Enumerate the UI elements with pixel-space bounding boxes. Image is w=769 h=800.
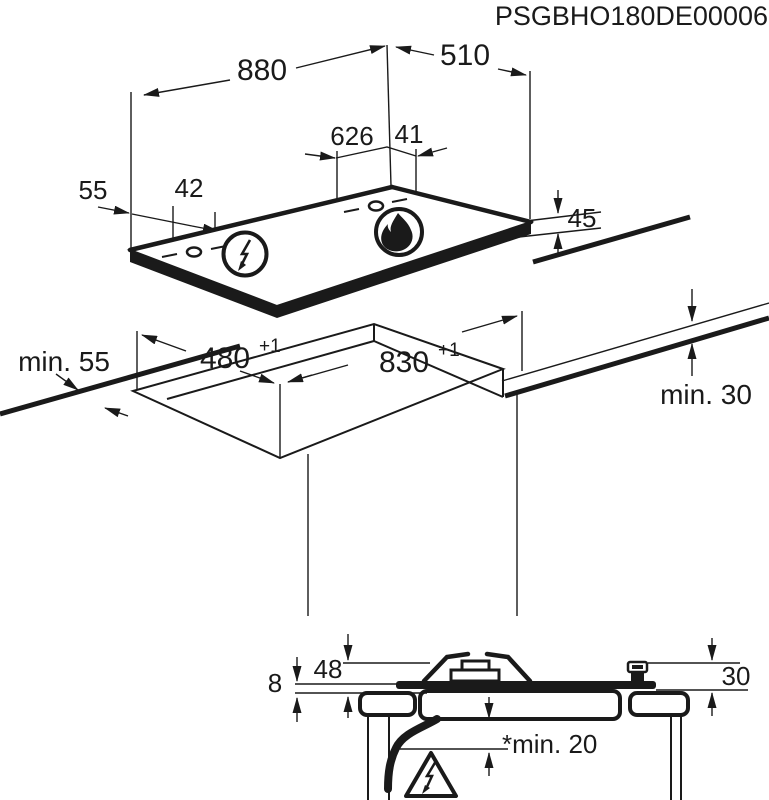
dim-880-label: 880: [237, 54, 287, 87]
worktop-front-edge: [504, 315, 769, 399]
dim-510: 510: [395, 39, 527, 77]
dim-830: 830 +1: [287, 315, 518, 383]
gas-hole: [367, 200, 385, 212]
electric-hole: [185, 246, 203, 258]
dim-48: 48: [314, 634, 353, 718]
dim-48-label: 48: [314, 654, 343, 684]
dim-42-label: 42: [175, 173, 204, 203]
hob-surface: [126, 184, 535, 318]
dim-626-label: 626: [330, 121, 373, 151]
cabinet-section: [358, 691, 690, 800]
dim-min30: min. 30: [660, 289, 752, 410]
burner-cap-top: [460, 659, 491, 672]
worktop-rear-edge-right: [532, 214, 691, 265]
product-code: PSGBHO180DE00006: [495, 1, 768, 31]
dim-min20: *min. 20: [397, 697, 597, 776]
cross-section-view: 48 8 30 *min. 20: [268, 634, 751, 800]
dim-480-tolerance: +1: [259, 336, 281, 357]
dim-880: 880: [143, 45, 386, 97]
dim-8: 8: [268, 657, 302, 722]
dim-30: 30: [707, 638, 751, 716]
dim-510-label: 510: [440, 39, 490, 72]
dim-480: 480 +1: [141, 334, 281, 384]
extension-lines-mid: [136, 311, 523, 457]
dim-8-label: 8: [268, 668, 282, 698]
dim-45: 45: [553, 190, 597, 254]
dim-830-label: 830: [379, 346, 429, 379]
hob-top-view: 880 510 626 41 55 42: [79, 39, 602, 318]
burner-cap: [449, 668, 501, 683]
burner-profile: [421, 651, 533, 684]
lightning-icon: [221, 230, 269, 278]
hob-body-section: [418, 689, 622, 721]
worktop-cutout-view: min. 55 480 +1 830 +1 min. 30: [0, 214, 769, 616]
dim-45-label: 45: [568, 203, 597, 233]
gas-connection: [343, 198, 424, 257]
glass-panel: [396, 681, 656, 689]
gas-connector: [626, 660, 649, 682]
dim-min55-label: min. 55: [18, 346, 110, 377]
extension-lines-top: [130, 44, 602, 254]
electric-connection: [161, 230, 269, 278]
dim-830-tolerance: +1: [438, 340, 460, 361]
dim-min20-label: *min. 20: [502, 729, 597, 759]
hazard-lightning-icon: [404, 751, 458, 798]
dim-30-label: 30: [722, 661, 751, 691]
cutout-opening: [130, 322, 506, 460]
dim-min55: min. 55: [18, 346, 129, 418]
pan-support: [484, 651, 533, 684]
flame-icon: [374, 207, 424, 257]
hob-front-face: [130, 222, 531, 318]
pan-support: [421, 651, 471, 684]
dim-min30-label: min. 30: [660, 379, 752, 410]
dim-626-41: 626 41: [304, 119, 448, 161]
dim-41-label: 41: [395, 119, 424, 149]
dim-55-42: 55 42: [79, 173, 219, 233]
dim-55-label: 55: [79, 175, 108, 205]
worktop-front-top: [501, 302, 769, 382]
power-cable: [384, 715, 441, 793]
dim-480-label: 480: [200, 342, 250, 375]
worktop-rear-edge-left: [0, 343, 241, 417]
